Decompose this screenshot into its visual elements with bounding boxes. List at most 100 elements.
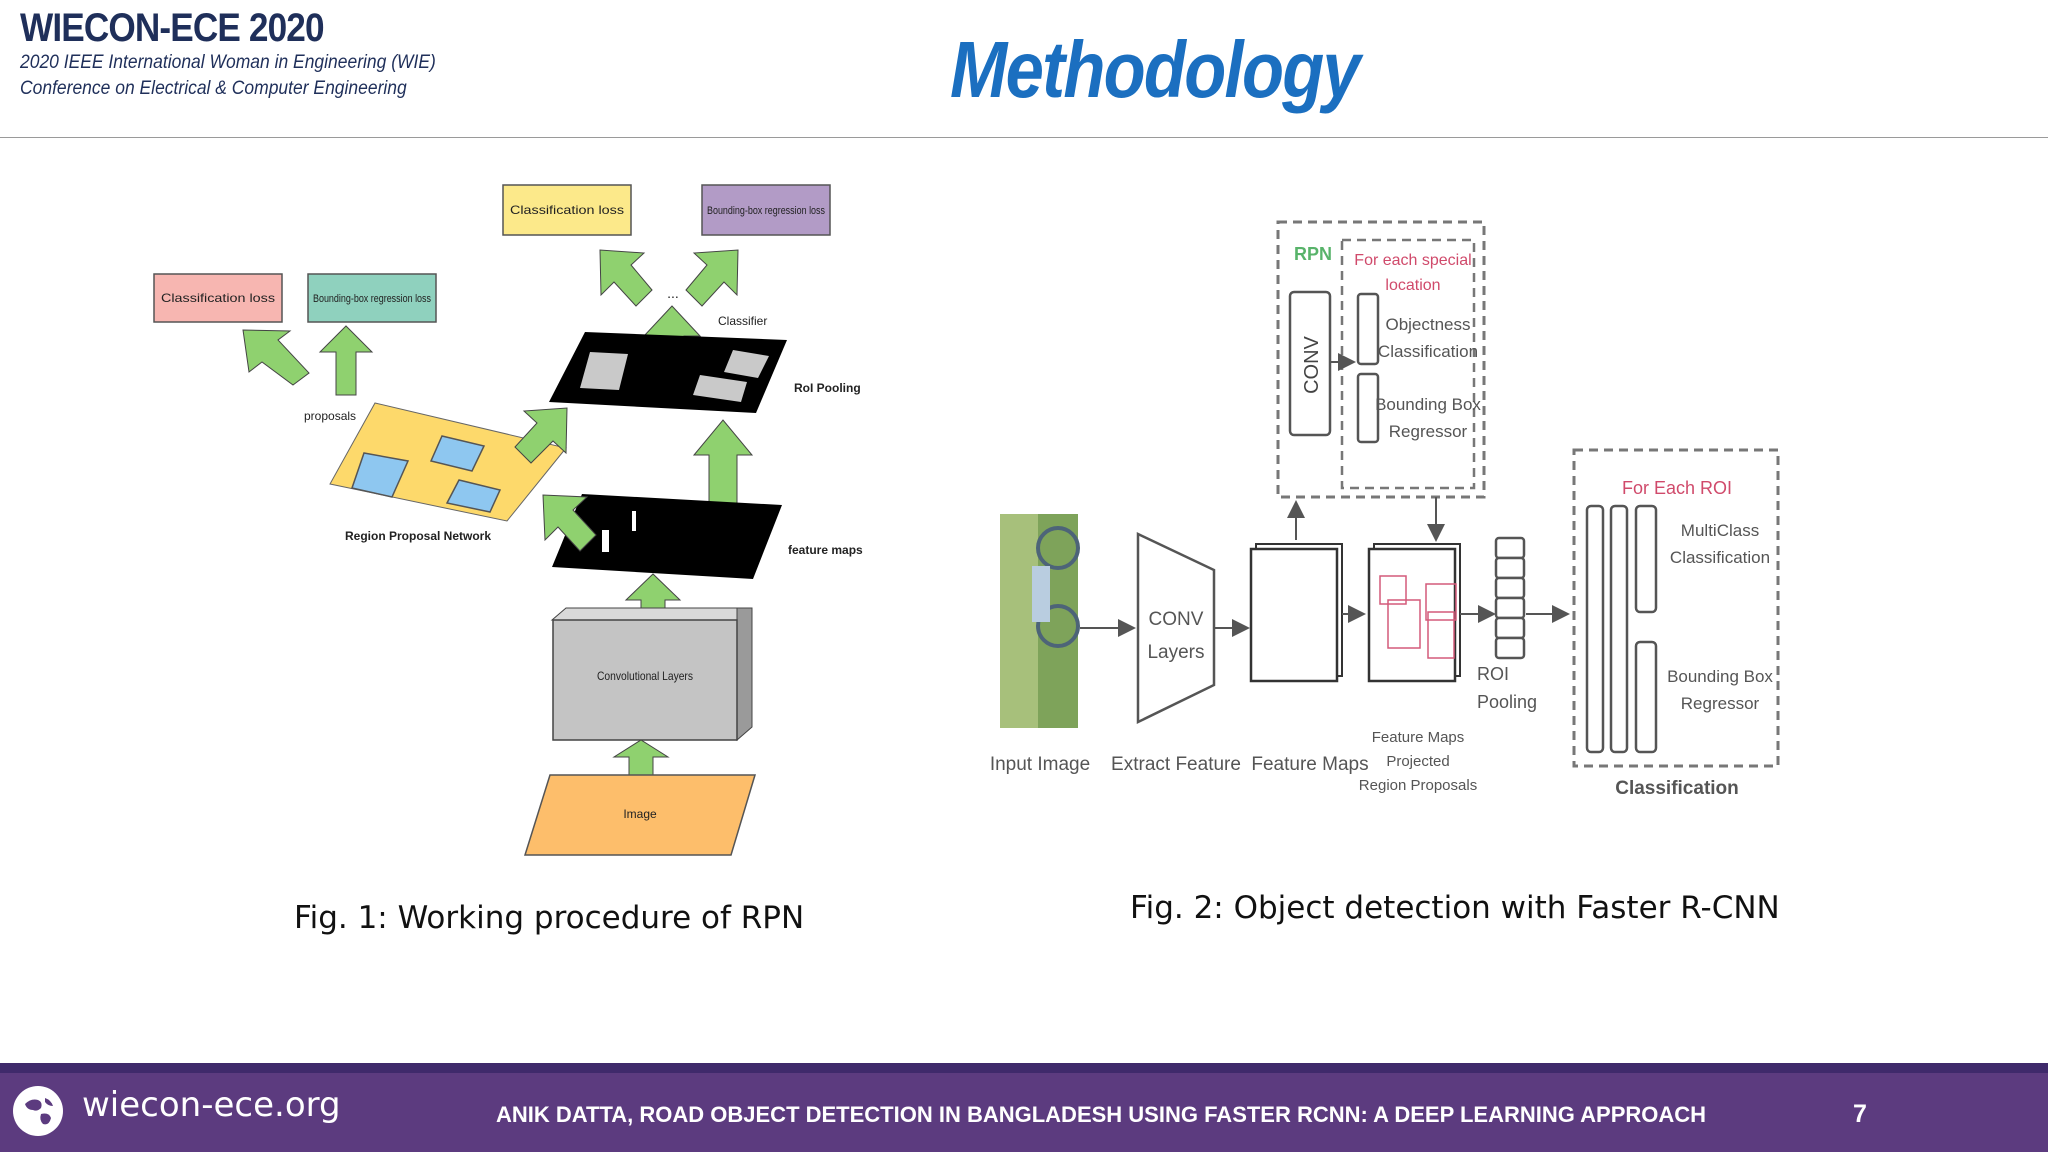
- bbox-label-2: Regressor: [1389, 422, 1468, 441]
- conv-box-side: [736, 607, 753, 742]
- roi-pooling-label: RoI Pooling: [794, 381, 861, 395]
- feature-maps-label: Feature Maps: [1251, 754, 1368, 775]
- classifier-label: Classifier: [718, 314, 767, 328]
- for-each-roi-label: For Each ROI: [1622, 478, 1732, 498]
- arrow-rpn-to-roi: [514, 407, 568, 464]
- faster-rcnn-diagram: RPN For each special location CONV Objec…: [990, 220, 1780, 799]
- roi-cell-5: [1494, 616, 1526, 640]
- projected-label-3: Region Proposals: [1359, 777, 1477, 794]
- cls-loss-top-label: Classification loss: [510, 203, 624, 217]
- bbox-label-1: Bounding Box: [1375, 395, 1481, 414]
- objectness-bar: [1356, 292, 1380, 366]
- rpn-label: Region Proposal Network: [345, 529, 491, 543]
- multiclass-bar: [1634, 504, 1658, 614]
- feature-maps-plane: [552, 494, 782, 579]
- input-image-bike-wheel-1: [1036, 526, 1080, 570]
- conference-subtitle-line1: 2020 IEEE International Woman in Enginee…: [20, 52, 436, 73]
- roi-cell-3: [1494, 576, 1526, 600]
- ellipsis-label: ...: [667, 285, 679, 301]
- cls-loss-left-label: Classification loss: [161, 291, 275, 305]
- multiclass-label-1: MultiClass: [1681, 521, 1759, 540]
- input-image-bike-wheel-2: [1036, 604, 1080, 648]
- rpn-label: RPN: [1294, 244, 1332, 264]
- rpn-conv-label: CONV: [1301, 335, 1323, 393]
- roi-pooling-label-2: Pooling: [1477, 692, 1537, 712]
- bbox-bar: [1356, 372, 1380, 444]
- input-image-label: Input Image: [990, 754, 1090, 775]
- cls-loss-top-box: [502, 184, 632, 236]
- roi-cell-1: [1494, 536, 1526, 560]
- classification-label: Classification: [1615, 778, 1739, 799]
- bbox-regressor-2-label-2: Regressor: [1681, 694, 1760, 713]
- roi-region-2: [693, 375, 747, 402]
- feature-mark-2: [632, 511, 636, 531]
- rpn-conv-box: [1288, 290, 1332, 437]
- proposals-label: proposals: [304, 409, 356, 423]
- website-link[interactable]: wiecon-ece.org: [82, 1085, 341, 1125]
- conv-box-front: [552, 619, 738, 741]
- input-image-photo-shade: [1000, 514, 1038, 728]
- conv-layers-label-1: CONV: [1149, 609, 1204, 630]
- conv-layers-trapezoid: [1136, 532, 1216, 724]
- projected-proposal-1: [1379, 575, 1407, 605]
- input-image-rider: [1032, 566, 1050, 622]
- rpn-diagram: Classification loss Bounding-box regress…: [153, 184, 863, 856]
- cls-loss-left-box: [153, 273, 283, 323]
- for-each-spatial-label-2: location: [1385, 277, 1440, 294]
- projected-proposal-3: [1425, 583, 1457, 621]
- slide-title: Methodology: [950, 25, 1361, 114]
- fc-bar-2: [1609, 504, 1629, 754]
- footer-top-band: [0, 1063, 2048, 1073]
- roi-region-1: [580, 352, 628, 390]
- roi-cell-4: [1494, 596, 1526, 620]
- arrow-to-bbox-loss-left: [318, 325, 374, 396]
- arrow-fm-to-rpn: [542, 494, 597, 552]
- multiclass-label-2: Classification: [1670, 548, 1770, 567]
- arrow-to-bbox-loss-top: [685, 249, 739, 307]
- roi-cell-6: [1494, 636, 1526, 660]
- conv-layers-label-2: Layers: [1147, 642, 1204, 663]
- conference-name: WIECON-ECE 2020: [20, 6, 325, 50]
- conv-layers-label: Convolutional Layers: [597, 669, 693, 683]
- proposal-box-3: [445, 479, 502, 513]
- objectness-label-1: Objectness: [1385, 315, 1470, 334]
- bbox-regressor-2-label-1: Bounding Box: [1667, 667, 1773, 686]
- fc-bar-1: [1585, 504, 1605, 754]
- conference-subtitle-line2: Conference on Electrical & Computer Engi…: [20, 78, 407, 99]
- for-each-spatial-label: For each special: [1354, 252, 1471, 269]
- feature-mark-1: [602, 530, 609, 552]
- projected-label-2: Projected: [1386, 753, 1449, 770]
- roi-region-3: [724, 350, 769, 378]
- arrow-to-cls-loss-left: [242, 329, 310, 386]
- fig1-caption: Fig. 1: Working procedure of RPN: [294, 900, 805, 936]
- arrow-to-cls-loss-top: [599, 249, 653, 307]
- bbox-regressor-bar: [1634, 640, 1658, 754]
- bbox-loss-top-box: [701, 184, 831, 236]
- projected-label-1: Feature Maps: [1372, 729, 1465, 746]
- extract-feature-label: Extract Feature: [1111, 754, 1241, 775]
- fig2-caption: Fig. 2: Object detection with Faster R-C…: [1130, 890, 1780, 926]
- slide-header: WIECON-ECE 2020 2020 IEEE International …: [0, 0, 2048, 138]
- proposal-box-2: [429, 435, 486, 472]
- projected-proposal-2: [1387, 599, 1421, 649]
- bbox-loss-left-label: Bounding-box regression loss: [313, 293, 431, 305]
- feature-maps-label: feature maps: [788, 543, 863, 557]
- bbox-loss-top-label: Bounding-box regression loss: [707, 205, 825, 217]
- feature-maps-front: [1249, 547, 1339, 683]
- projected-maps-front: [1367, 547, 1457, 683]
- slide-footer: [0, 1063, 2048, 1152]
- roi-pooling-label-1: ROI: [1477, 664, 1509, 684]
- objectness-label-2: Classification: [1378, 342, 1478, 361]
- image-plane: [523, 774, 757, 856]
- arrow-image-to-conv: [612, 739, 670, 776]
- page-number: 7: [1853, 1100, 1867, 1128]
- footer-citation: ANIK DATTA, ROAD OBJECT DETECTION IN BAN…: [496, 1102, 1707, 1127]
- proposal-box-1: [351, 452, 410, 498]
- for-each-roi-box: [1572, 448, 1780, 768]
- bbox-loss-left-box: [307, 273, 437, 323]
- conv-box-top: [550, 607, 752, 621]
- image-label: Image: [623, 807, 657, 821]
- projected-proposal-4: [1427, 611, 1455, 659]
- roi-cell-2: [1494, 556, 1526, 580]
- globe-icon: [13, 1086, 63, 1136]
